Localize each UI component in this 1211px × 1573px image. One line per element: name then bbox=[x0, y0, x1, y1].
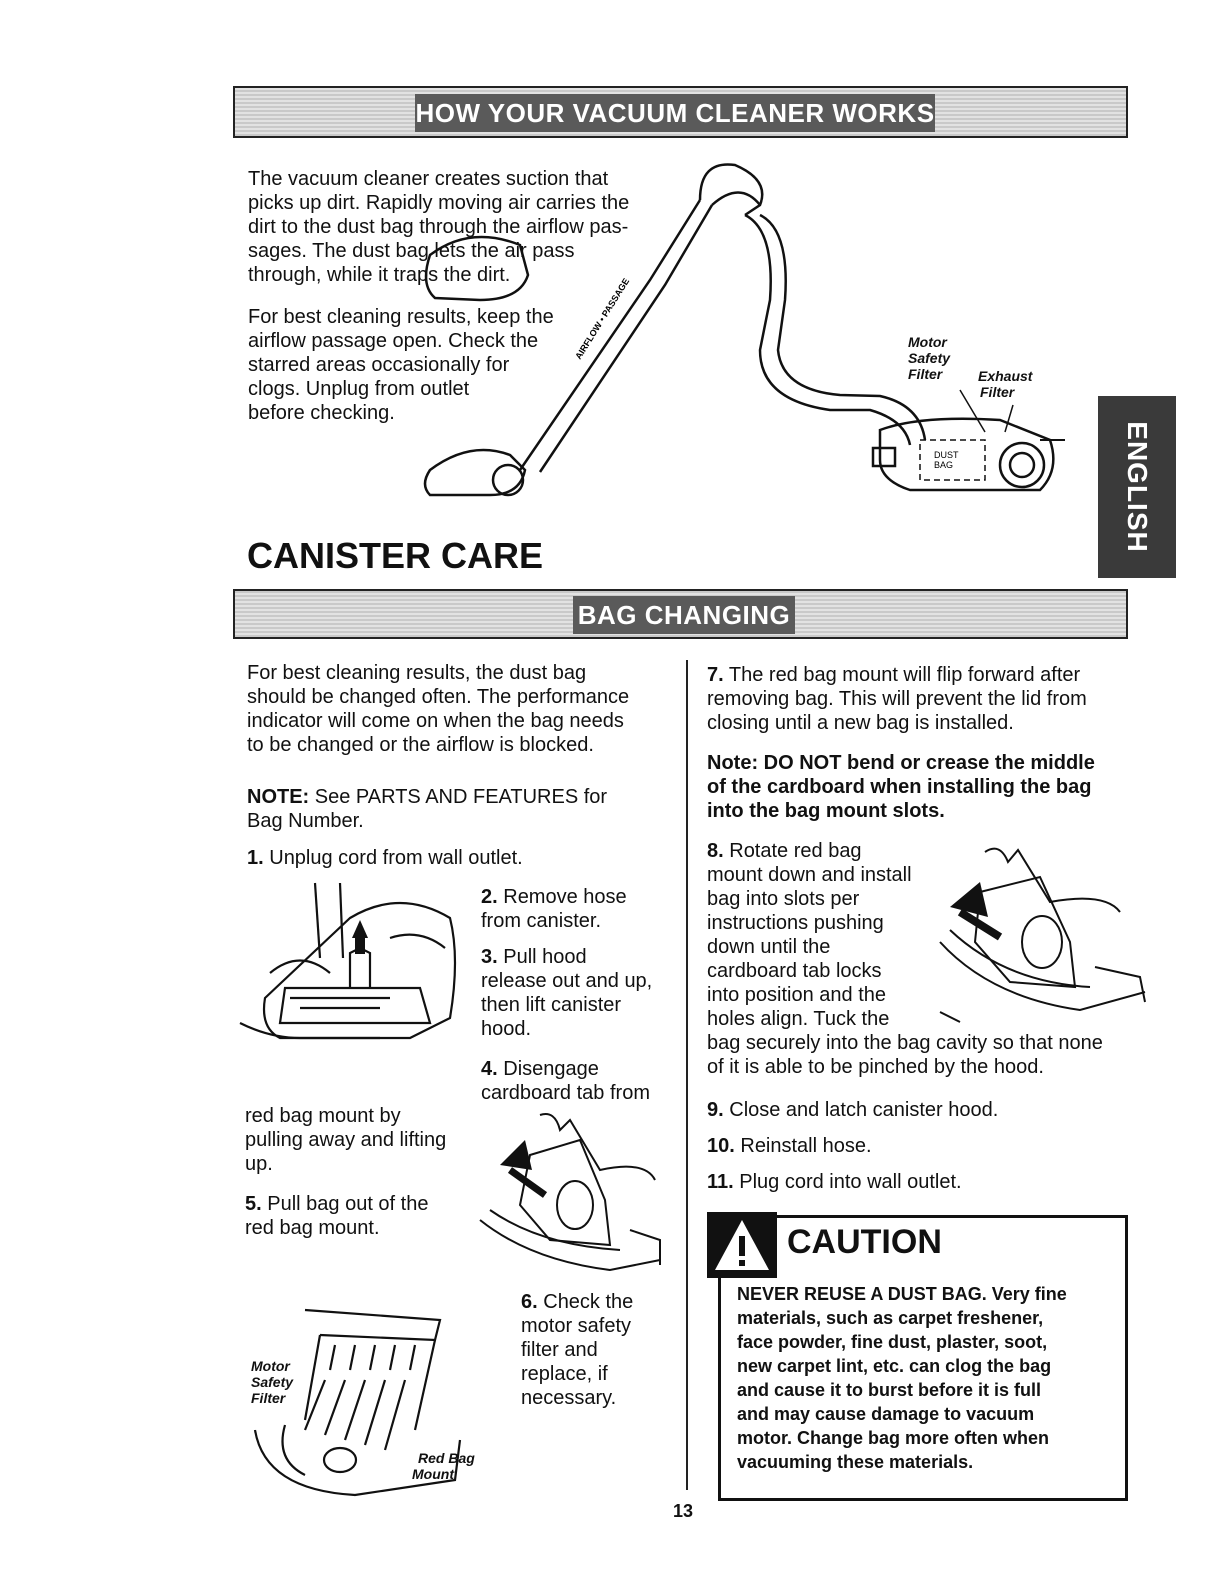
step-3: 3. Pull hood release out and up, then li… bbox=[481, 946, 653, 1040]
red-bag-mount-fig-label: Red Bag Mount bbox=[412, 1450, 475, 1482]
step-9: 9. Close and latch canister hood. bbox=[707, 1099, 999, 1121]
page-number: 13 bbox=[673, 1501, 694, 1521]
bag-mount-illustration-left bbox=[479, 1113, 661, 1272]
caution-text: NEVER REUSE A DUST BAG. Very fine materi… bbox=[737, 1284, 1067, 1472]
motor-safety-filter-label: Motor Safety Filter bbox=[908, 334, 951, 382]
exhaust-filter-label: Exhaust Filter bbox=[978, 368, 1033, 400]
step-11: 11. Plug cord into wall outlet. bbox=[707, 1171, 962, 1193]
bag-changing-intro: For best cleaning results, the dust bag … bbox=[247, 662, 630, 756]
intro-paragraph-1: The vacuum cleaner creates suction that … bbox=[248, 168, 630, 286]
step-8: 8. Rotate red bag mount down and install… bbox=[707, 840, 1103, 1078]
dust-label: DUST bbox=[934, 450, 959, 460]
step-5: 5. Pull bag out of the red bag mount. bbox=[245, 1193, 429, 1239]
bag-number-note: NOTE: See PARTS AND FEATURES for Bag Num… bbox=[247, 786, 608, 832]
step-10: 10. Reinstall hose. bbox=[707, 1135, 872, 1157]
bag-mount-note: Note: DO NOT bend or crease the middle o… bbox=[707, 752, 1095, 822]
warning-icon bbox=[707, 1212, 777, 1278]
step-4-continued: red bag mount by pulling away and liftin… bbox=[245, 1105, 447, 1175]
english-tab-label: ENGLISH bbox=[1122, 421, 1153, 553]
step-4-start: 4. Disengage cardboard tab from bbox=[481, 1058, 650, 1104]
intro-paragraph-2: For best cleaning results, keep the airf… bbox=[248, 306, 554, 424]
vacuum-airflow-diagram: AIRFLOW • PASSAGE DUST BAG bbox=[423, 163, 1065, 497]
step-1: 1. Unplug cord from wall outlet. bbox=[247, 847, 523, 869]
step-7: 7. The red bag mount will flip forward a… bbox=[707, 664, 1087, 734]
motor-safety-filter-fig-label: Motor Safety Filter bbox=[251, 1358, 294, 1406]
section-title: CANISTER CARE bbox=[247, 535, 544, 576]
step-6: 6. Check the motor safety filter and rep… bbox=[521, 1291, 634, 1409]
header-banner-title: HOW YOUR VACUUM CLEANER WORKS bbox=[415, 94, 935, 132]
bag-changing-title: BAG CHANGING bbox=[573, 596, 795, 634]
caution-box: CAUTION NEVER REUSE A DUST BAG. Very fin… bbox=[707, 1212, 1128, 1501]
motor-filter-illustration bbox=[253, 1308, 462, 1497]
column-divider bbox=[686, 660, 688, 1490]
hood-open-illustration bbox=[239, 882, 457, 1040]
caution-title: CAUTION bbox=[787, 1223, 942, 1261]
bag-changing-banner: BAG CHANGING bbox=[233, 589, 1128, 639]
english-side-tab: ENGLISH bbox=[1098, 396, 1176, 578]
bag-label: BAG bbox=[934, 460, 953, 470]
step-2: 2. Remove hose from canister. bbox=[481, 886, 627, 932]
bag-mount-illustration-right bbox=[939, 847, 1146, 1023]
header-banner: HOW YOUR VACUUM CLEANER WORKS bbox=[233, 86, 1128, 138]
